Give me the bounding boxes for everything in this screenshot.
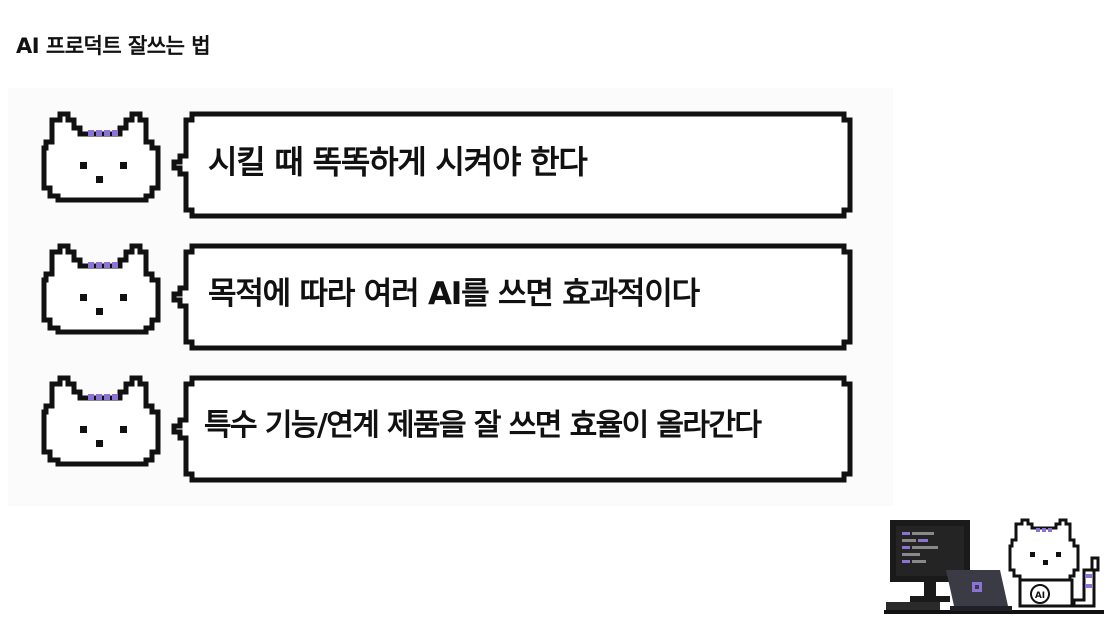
tip-text: 특수 기능/연계 제품을 잘 쓰면 효율이 올라간다: [204, 408, 762, 443]
tip-text: 목적에 따라 여러 AI를 쓰면 효과적이다: [208, 276, 700, 312]
tips-panel: 시킬 때 똑똑하게 시켜야 한다 목적에 따라 여러 AI를 쓰면 효과적이다: [8, 88, 893, 506]
page-title: AI 프로덕트 잘쓰는 법: [16, 34, 211, 58]
tip-row-3: 특수 기능/연계 제품을 잘 쓰면 효율이 올라간다: [8, 360, 893, 483]
cat-face-icon: [41, 375, 161, 467]
speech-bubble: [171, 375, 853, 483]
cat-face-icon: [41, 243, 161, 335]
tip-row-1: 시킬 때 똑똑하게 시켜야 한다: [8, 96, 893, 219]
tip-text: 시킬 때 똑똑하게 시켜야 한다: [208, 143, 588, 181]
laptop-icon: [946, 570, 1012, 611]
speech-bubble: [171, 111, 853, 219]
speech-bubble: [171, 243, 853, 351]
cat-face-icon: [41, 111, 161, 203]
tip-row-2: 목적에 따라 여러 AI를 쓰면 효과적이다: [8, 228, 893, 351]
desk: [884, 610, 1104, 614]
laptop-badge: AI: [1035, 591, 1045, 601]
pixel-cat-icon: AI: [1008, 518, 1100, 608]
mascot-illustration: AI: [884, 518, 1104, 614]
monitor-icon: [890, 520, 970, 602]
